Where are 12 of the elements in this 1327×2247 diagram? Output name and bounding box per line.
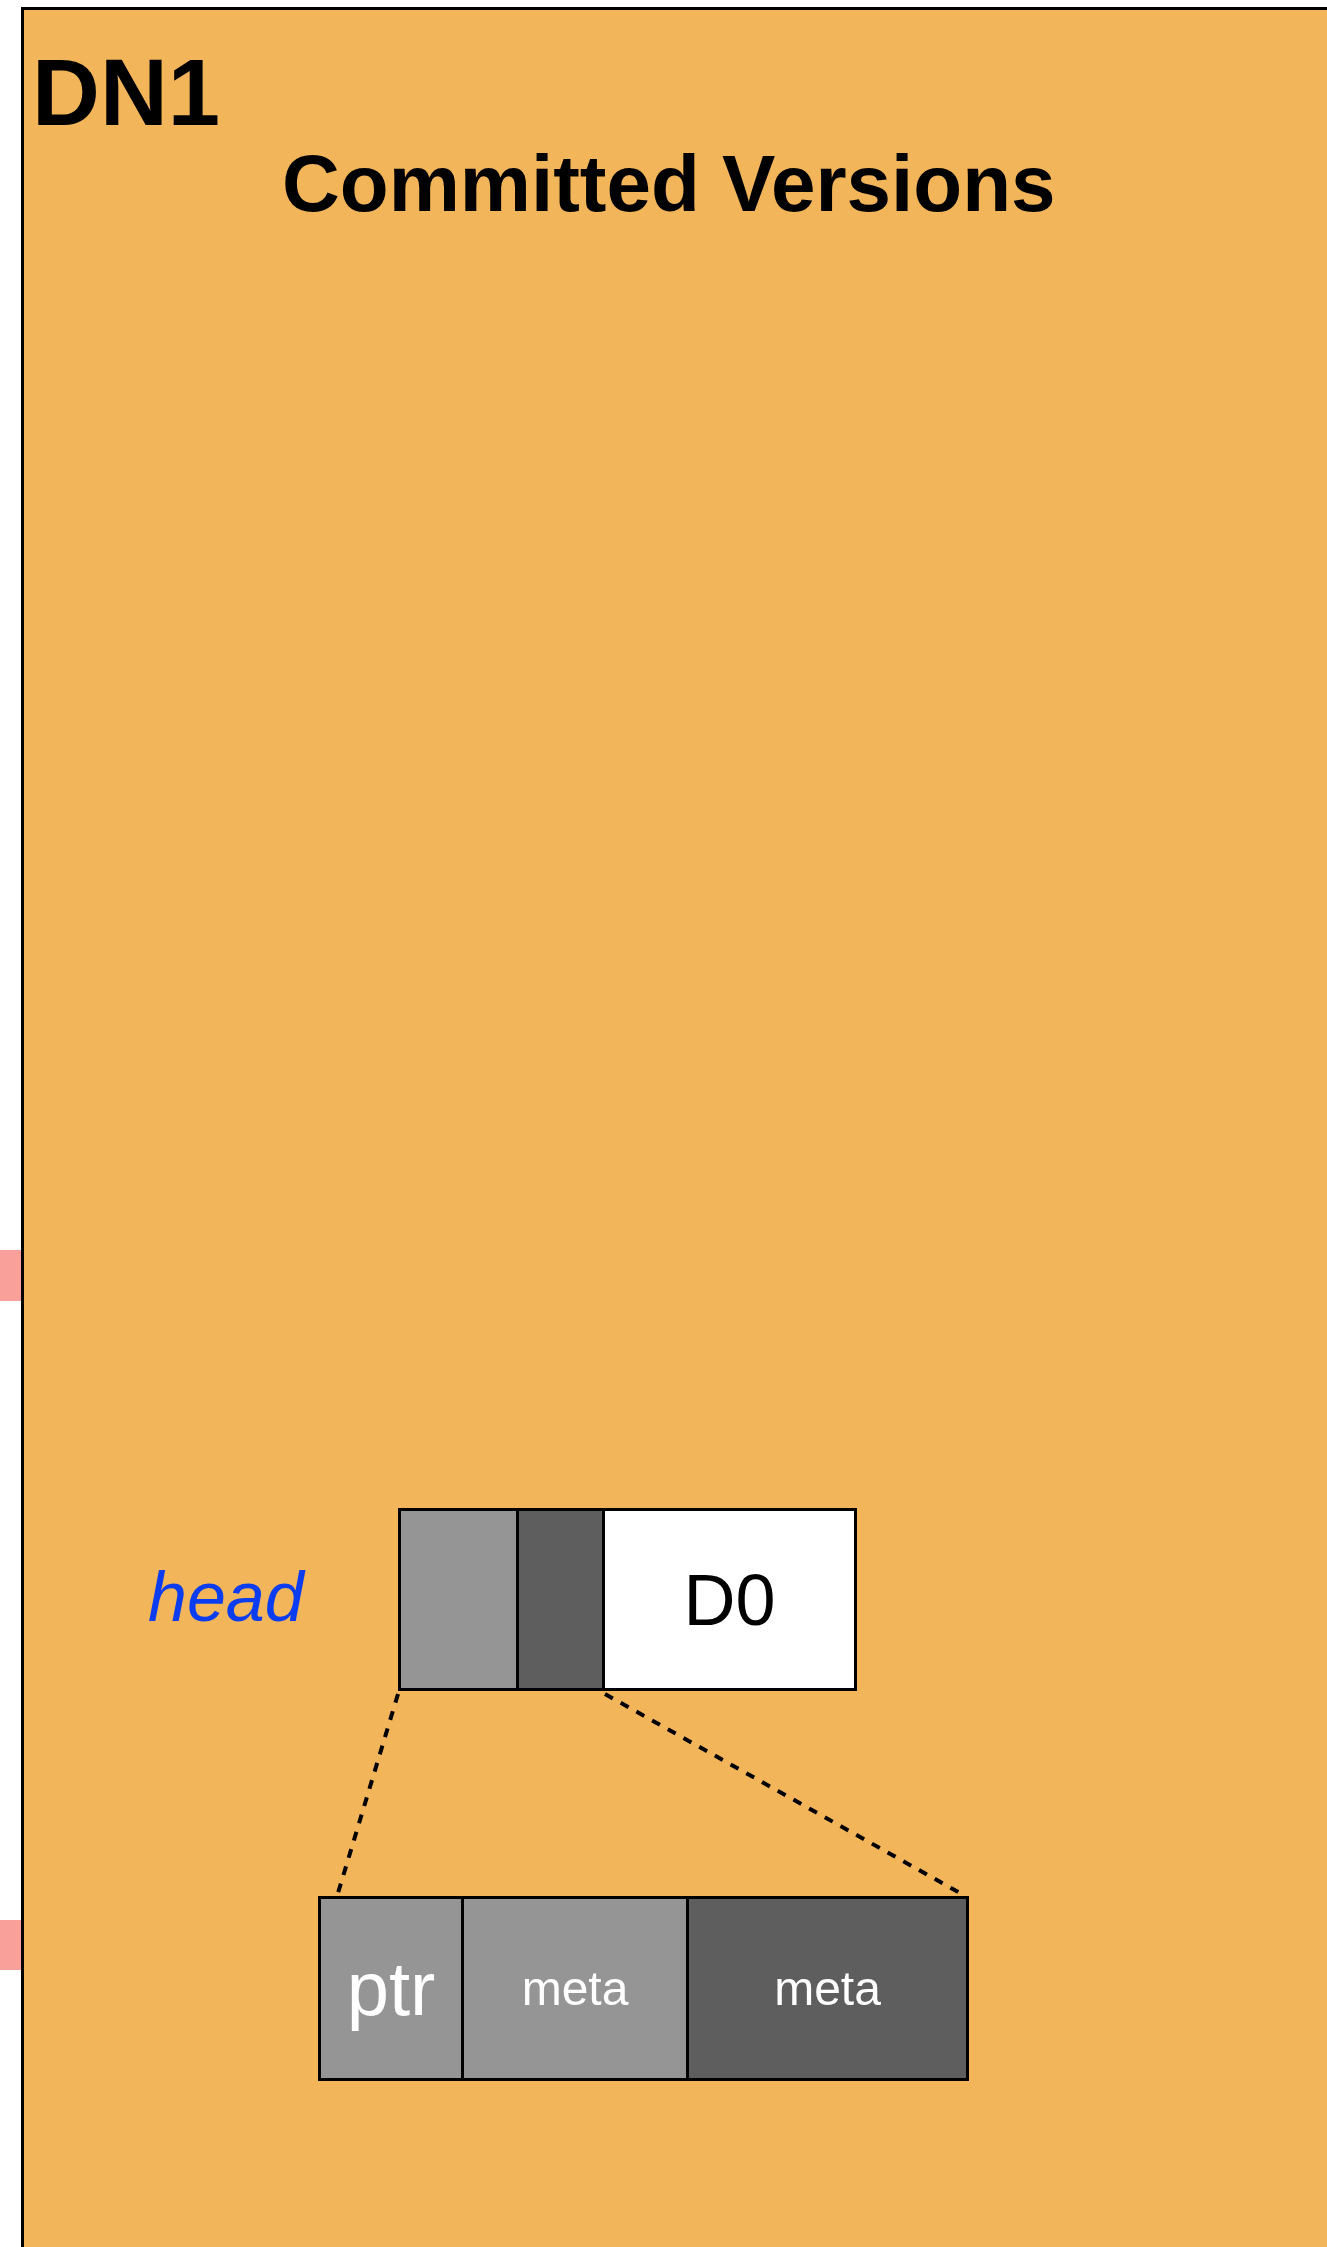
data-cell: D0 (602, 1508, 857, 1691)
zoom-line (336, 1693, 400, 1894)
zoom-line (604, 1692, 961, 1895)
section-heading: Committed Versions (282, 144, 1056, 224)
pointer-label: head (148, 1562, 304, 1632)
meta-cell: meta (461, 1896, 689, 2081)
record-cell (516, 1508, 605, 1691)
pointer-cell: ptr (318, 1896, 464, 2081)
record-cell (398, 1508, 519, 1691)
meta-cell: meta (686, 1896, 969, 2081)
panel-title: DN1 (32, 46, 221, 140)
panel (21, 7, 1327, 2247)
